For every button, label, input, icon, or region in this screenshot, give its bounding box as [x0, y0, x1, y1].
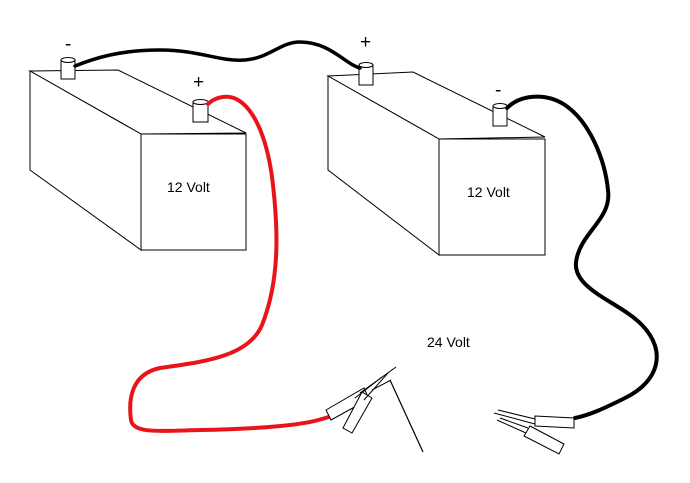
series-link-cable — [73, 40, 362, 70]
terminal-right-negative — [492, 103, 508, 127]
negative-clamp — [493, 409, 575, 455]
battery-left-label: 12 Volt — [167, 179, 210, 195]
total-voltage-label: 24 Volt — [427, 334, 470, 350]
battery-left-negative-sign: - — [65, 34, 71, 55]
battery-right — [326, 71, 546, 257]
battery-right-positive-sign: + — [360, 32, 371, 53]
battery-right-negative-sign: - — [495, 80, 501, 101]
terminal-left-positive — [192, 99, 209, 123]
positive-clamp — [325, 366, 424, 453]
battery-right-label: 12 Volt — [467, 184, 510, 200]
battery-left-positive-sign: + — [193, 72, 204, 93]
terminal-right-positive — [358, 62, 374, 86]
battery-left-front — [140, 133, 247, 251]
positive-cable — [128, 94, 334, 433]
battery-right-front — [438, 138, 546, 256]
battery-left — [28, 69, 247, 251]
terminal-left-negative — [60, 57, 76, 80]
negative-cable — [505, 94, 659, 420]
